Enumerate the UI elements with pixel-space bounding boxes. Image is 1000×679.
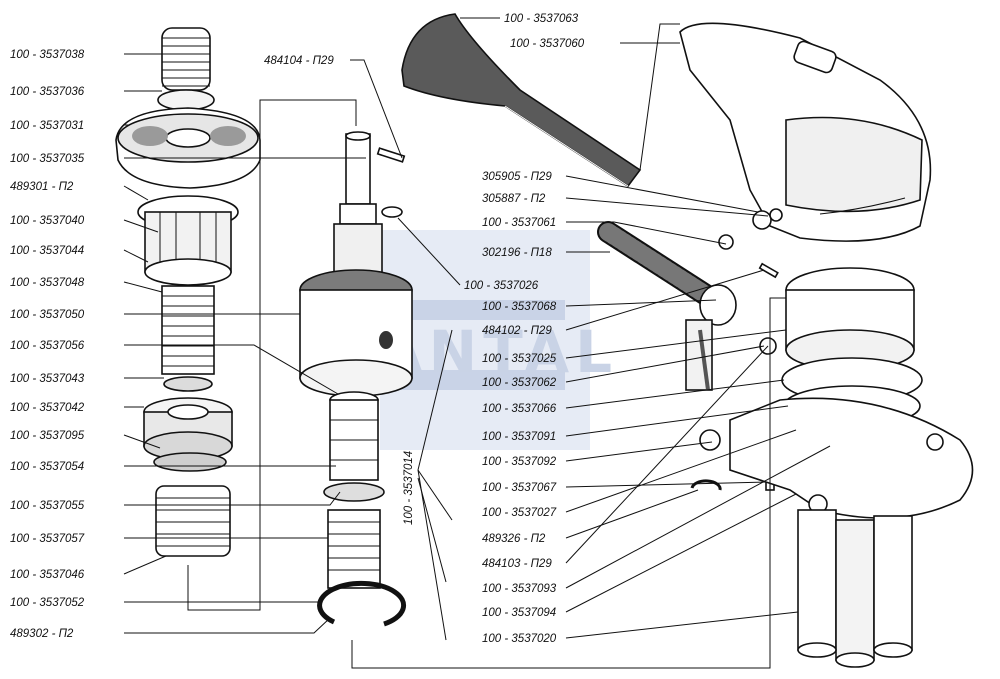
spring-rod — [597, 221, 737, 391]
part-label: 489326 - П2 — [482, 533, 546, 545]
thick-ring-drawing — [143, 397, 233, 461]
part-label: 100 - 3537092 — [482, 456, 557, 468]
left-spring-assembly — [115, 27, 261, 557]
part-label: 100 - 3537035 — [10, 153, 85, 165]
part-label: 100 - 3537025 — [482, 353, 557, 365]
part-label: 100 - 3537067 — [482, 482, 557, 494]
part-label: 100 - 3537056 — [10, 340, 85, 352]
part-label: 302196 - П18 — [482, 247, 552, 259]
part-label: 100 - 3537063 — [504, 13, 579, 25]
part-label: 100 - 3537040 — [10, 215, 85, 227]
part-label: 100 - 3537094 — [482, 607, 556, 619]
part-label: 100 - 3537068 — [482, 301, 557, 313]
top-labels: 484104 - П29 100 - 3537063 100 - 3537060 — [264, 13, 585, 67]
part-label: 484102 - П29 — [482, 325, 552, 337]
cage-drawing — [137, 195, 239, 286]
part-label: 100 - 3537027 — [482, 507, 557, 519]
part-label: 305905 - П29 — [482, 171, 552, 183]
part-label: 100 - 3537062 — [482, 377, 557, 389]
perforated-plate-drawing — [115, 107, 261, 189]
cover-housing — [679, 22, 932, 242]
leader-lines — [123, 17, 831, 669]
part-label: 100 - 3537055 — [10, 500, 85, 512]
long-spring-drawing — [161, 285, 215, 375]
part-label: 100 - 3537020 — [482, 633, 557, 645]
part-label: 100 - 3537046 — [10, 569, 85, 581]
top-spring-drawing — [161, 27, 211, 91]
part-label: 100 - 3537093 — [482, 583, 557, 595]
watermark: SANTAL — [330, 230, 612, 450]
right-labels: 305905 - П29 305887 - П2 100 - 3537061 3… — [464, 171, 557, 645]
right-housing-assembly — [729, 267, 974, 668]
part-label: 484104 - П29 — [264, 55, 334, 67]
part-label: 100 - 3537026 — [464, 280, 539, 292]
part-label: 100 - 3537043 — [10, 373, 85, 385]
part-label: 100 - 3537057 — [10, 533, 85, 545]
part-label: 100 - 3537060 — [510, 38, 585, 50]
left-labels: 100 - 3537038 100 - 3537036 100 - 353703… — [10, 49, 85, 640]
part-label: 100 - 3537038 — [10, 49, 85, 61]
part-label: 100 - 3537091 — [482, 431, 556, 443]
bottom-spring-drawing — [155, 485, 231, 557]
middle-valve-assembly — [299, 131, 413, 627]
part-label: 100 - 3537048 — [10, 277, 85, 289]
part-label: 100 - 3537095 — [10, 430, 85, 442]
assembly-label-vertical: 100 - 3537014 — [403, 451, 415, 525]
part-label: 100 - 3537036 — [10, 86, 85, 98]
part-label: 100 - 3537031 — [10, 120, 84, 132]
part-label: 489301 - П2 — [10, 181, 74, 193]
part-label: 100 - 3537054 — [10, 461, 84, 473]
part-label: 100 - 3537042 — [10, 402, 85, 414]
part-label: 100 - 3537050 — [10, 309, 85, 321]
lever-handle — [401, 13, 642, 188]
part-label: 100 - 3537052 — [10, 597, 85, 609]
part-label: 305887 - П2 — [482, 193, 546, 205]
part-label: 100 - 3537061 — [482, 217, 556, 229]
part-label: 100 - 3537044 — [10, 245, 84, 257]
part-label: 489302 - П2 — [10, 628, 74, 640]
part-label: 100 - 3537066 — [482, 403, 557, 415]
part-label: 484103 - П29 — [482, 558, 552, 570]
